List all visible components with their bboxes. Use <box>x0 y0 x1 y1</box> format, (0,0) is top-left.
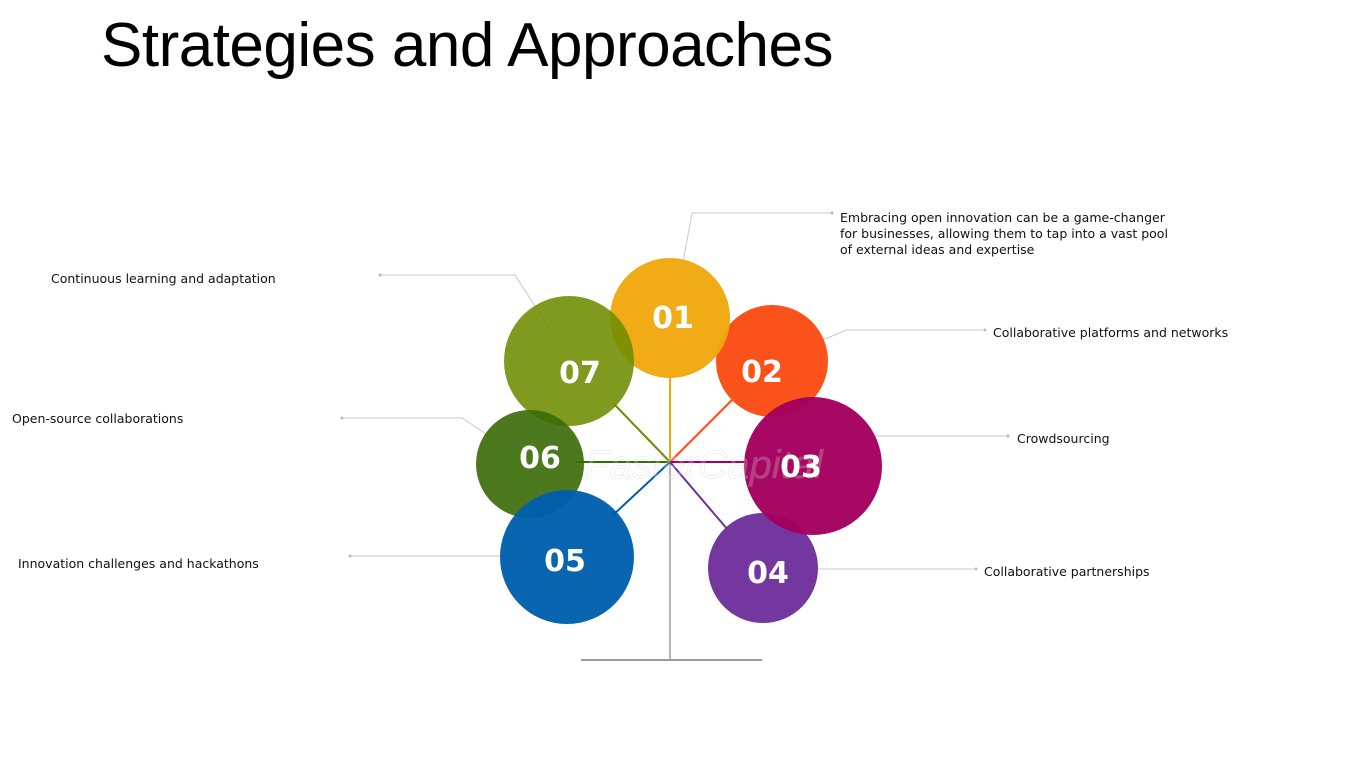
circle-01 <box>610 258 730 378</box>
number-03: 03 <box>780 450 822 485</box>
circle-04 <box>708 513 818 623</box>
label-07: Continuous learning and adaptation <box>51 271 276 286</box>
circles <box>476 258 882 624</box>
label-04: Collaborative partnerships <box>984 564 1150 579</box>
page-title: Strategies and Approaches <box>101 11 834 80</box>
dot-02 <box>983 328 987 332</box>
number-04: 04 <box>747 556 789 591</box>
label-03: Crowdsourcing <box>1017 431 1110 446</box>
label-05: Innovation challenges and hackathons <box>18 556 259 571</box>
number-01: 01 <box>652 301 694 336</box>
number-02: 02 <box>741 355 783 390</box>
branches <box>576 372 760 531</box>
branch-04 <box>669 461 729 531</box>
number-07: 07 <box>559 356 601 391</box>
number-06: 06 <box>519 441 561 476</box>
dot-06 <box>340 416 344 420</box>
dot-04 <box>974 567 978 571</box>
branch-07 <box>613 403 671 463</box>
label-06: Open-source collaborations <box>12 411 184 426</box>
number-05: 05 <box>544 544 586 579</box>
branch-05 <box>611 461 671 517</box>
dot-05 <box>348 554 352 558</box>
label-01: Embracing open innovation can be a game-… <box>840 210 1168 257</box>
label-02: Collaborative platforms and networks <box>993 325 1229 340</box>
dot-03 <box>1006 434 1010 438</box>
watermark-text: FasterCapital <box>585 443 824 487</box>
dot-07 <box>378 273 382 277</box>
circle-02 <box>716 305 828 417</box>
circle-07 <box>504 296 634 426</box>
circle-05 <box>500 490 634 624</box>
circle-03 <box>744 397 882 535</box>
dot-01 <box>830 211 834 215</box>
branch-02 <box>669 399 733 463</box>
